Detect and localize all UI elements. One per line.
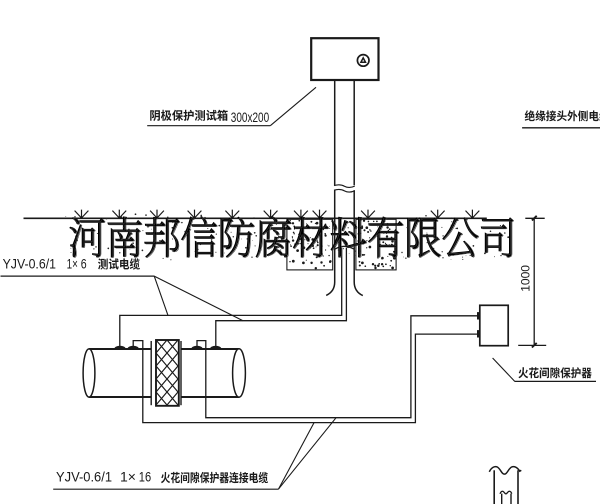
svg-text:YJV-0.6/1: YJV-0.6/1: [3, 256, 56, 272]
svg-text:1000: 1000: [518, 265, 532, 292]
svg-text:YJV-0.6/1: YJV-0.6/1: [56, 469, 112, 485]
svg-text:16: 16: [139, 469, 151, 484]
svg-text:6: 6: [81, 256, 87, 272]
svg-text:1×: 1×: [120, 468, 136, 484]
svg-text:1×: 1×: [67, 256, 78, 272]
svg-text:300x200: 300x200: [231, 110, 270, 126]
